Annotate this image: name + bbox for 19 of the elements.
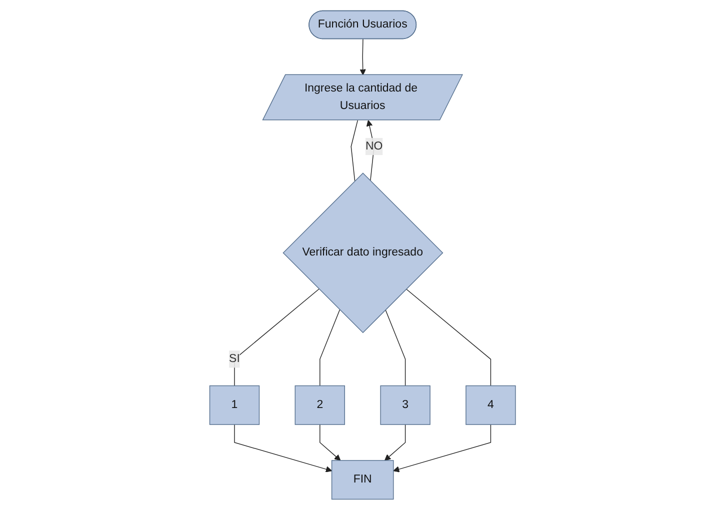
arrow	[393, 424, 491, 472]
edge-label: NO	[365, 140, 383, 152]
edge-label: SI	[228, 352, 240, 365]
node-box: 3	[380, 385, 430, 425]
connector	[319, 309, 340, 386]
node-box: 2	[294, 385, 345, 425]
arrow	[360, 38, 366, 76]
arrow	[384, 424, 406, 461]
arrow	[234, 424, 332, 472]
arrow	[366, 120, 374, 182]
node-diamond: Verificar dato ingresado	[282, 172, 444, 334]
connector	[350, 120, 358, 182]
node-box: FIN	[331, 460, 394, 500]
connector	[406, 288, 491, 386]
arrow	[319, 424, 341, 461]
connector	[234, 288, 320, 386]
node-box: 1	[209, 385, 260, 425]
connector	[384, 309, 406, 386]
node-box: 4	[466, 385, 516, 425]
